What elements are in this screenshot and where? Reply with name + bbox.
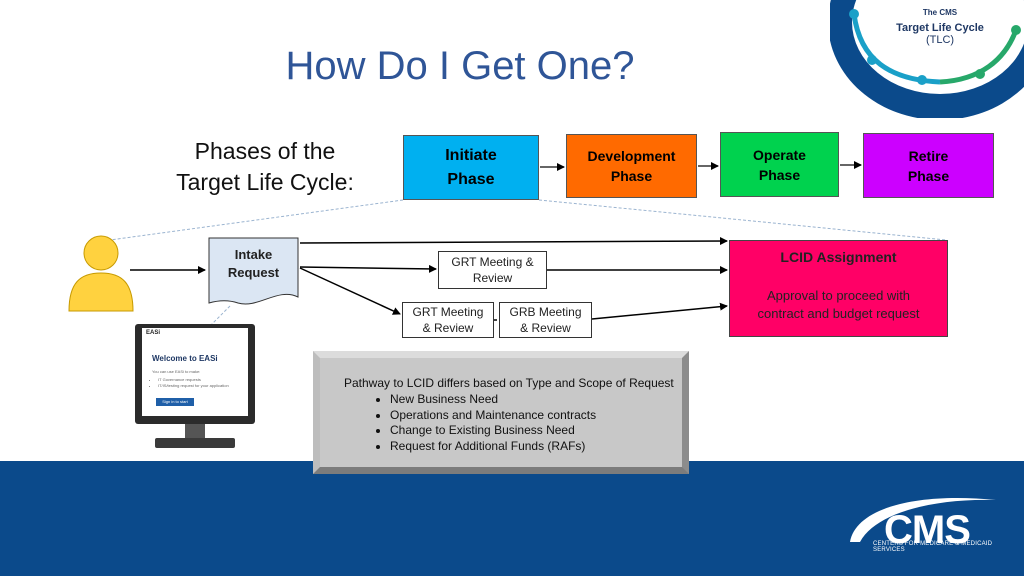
grt-bottom-line2: & Review bbox=[422, 321, 474, 335]
grb-meeting: GRB Meeting & Review bbox=[499, 302, 592, 338]
phase-initiate-line2: Phase bbox=[447, 170, 495, 188]
cms-logo-text: CMS bbox=[884, 508, 971, 552]
grt-bottom-line1: GRT Meeting bbox=[412, 305, 484, 319]
cms-logo-subtitle: CENTERS FOR MEDICARE & MEDICAID SERVICES bbox=[873, 541, 993, 553]
pathway-item: Change to Existing Business Need bbox=[390, 423, 596, 439]
phase-development-line2: Phase bbox=[610, 168, 653, 184]
lcid-desc-line2: contract and budget request bbox=[757, 306, 920, 321]
pathway-item: New Business Need bbox=[390, 392, 596, 408]
pathway-list: New Business Need Operations and Mainten… bbox=[372, 392, 596, 454]
pathway-item: Request for Additional Funds (RAFs) bbox=[390, 439, 596, 455]
grt-meeting-bottom: GRT Meeting & Review bbox=[402, 302, 494, 338]
zoom-line-left bbox=[109, 199, 404, 241]
tlc-badge-abbr: (TLC) bbox=[925, 34, 955, 46]
phase-operate-line2: Phase bbox=[758, 166, 801, 183]
intake-line1: Intake bbox=[234, 247, 273, 262]
grt-meeting-top: GRT Meeting & Review bbox=[438, 251, 547, 289]
pathway-title: Pathway to LCID differs based on Type an… bbox=[344, 376, 674, 390]
phases-label: Phases of the Target Life Cycle: bbox=[150, 136, 380, 198]
zoom-line-right bbox=[538, 199, 947, 241]
lcid-assignment: LCID Assignment Approval to proceed with… bbox=[729, 240, 948, 337]
lcid-description: Approval to proceed with contract and bu… bbox=[730, 287, 947, 323]
easi-list-item: IT/IS/testing request for your applicati… bbox=[158, 383, 229, 389]
grt-top-line1: GRT Meeting & bbox=[451, 255, 534, 269]
easi-header: EASi bbox=[146, 330, 161, 336]
phases-label-line2: Target Life Cycle: bbox=[176, 169, 354, 195]
grb-line1: GRB Meeting bbox=[509, 305, 582, 319]
arrow-intake-lcid bbox=[299, 237, 728, 246]
intake-request-shape bbox=[208, 237, 299, 305]
easi-description: You can use EASi to make: bbox=[152, 369, 201, 374]
pathway-item: Operations and Maintenance contracts bbox=[390, 408, 596, 424]
arrow-grb-lcid bbox=[591, 302, 728, 320]
page-title: How Do I Get One? bbox=[285, 44, 635, 88]
footer-band bbox=[0, 461, 1024, 576]
lcid-title: LCID Assignment bbox=[780, 249, 897, 265]
phase-retire-line1: Retire bbox=[908, 147, 949, 164]
arrow-intake-grt-top bbox=[299, 264, 437, 273]
phases-label-line1: Phases of the bbox=[194, 138, 336, 164]
tlc-badge-caption: The CMS bbox=[922, 8, 958, 17]
easi-sign-in-button: Sign in to start bbox=[156, 398, 194, 406]
phase-retire-line2: Phase bbox=[907, 167, 950, 184]
phase-operate-line1: Operate bbox=[753, 146, 806, 163]
grt-top-line2: Review bbox=[472, 271, 513, 285]
easi-list: IT Governance requests IT/IS/testing req… bbox=[152, 377, 229, 389]
arrow-intake-grt-bottom bbox=[299, 267, 401, 315]
tlc-badge bbox=[830, 0, 1024, 118]
intake-line2: Request bbox=[227, 265, 280, 280]
easi-welcome: Welcome to EASi bbox=[152, 354, 218, 363]
person-icon bbox=[68, 235, 134, 312]
phase-development-line1: Development bbox=[587, 148, 676, 164]
tlc-badge-title: Target Life Cycle bbox=[896, 22, 984, 34]
phase-initiate-line1: Initiate bbox=[445, 146, 497, 164]
easi-list-item: IT Governance requests bbox=[158, 377, 229, 383]
lcid-desc-line1: Approval to proceed with bbox=[766, 288, 911, 303]
grb-line2: & Review bbox=[520, 321, 571, 335]
intake-request-label: Intake Request bbox=[208, 246, 299, 282]
pathway-box: Pathway to LCID differs based on Type an… bbox=[313, 351, 689, 474]
cms-logo-swoosh bbox=[850, 497, 996, 542]
